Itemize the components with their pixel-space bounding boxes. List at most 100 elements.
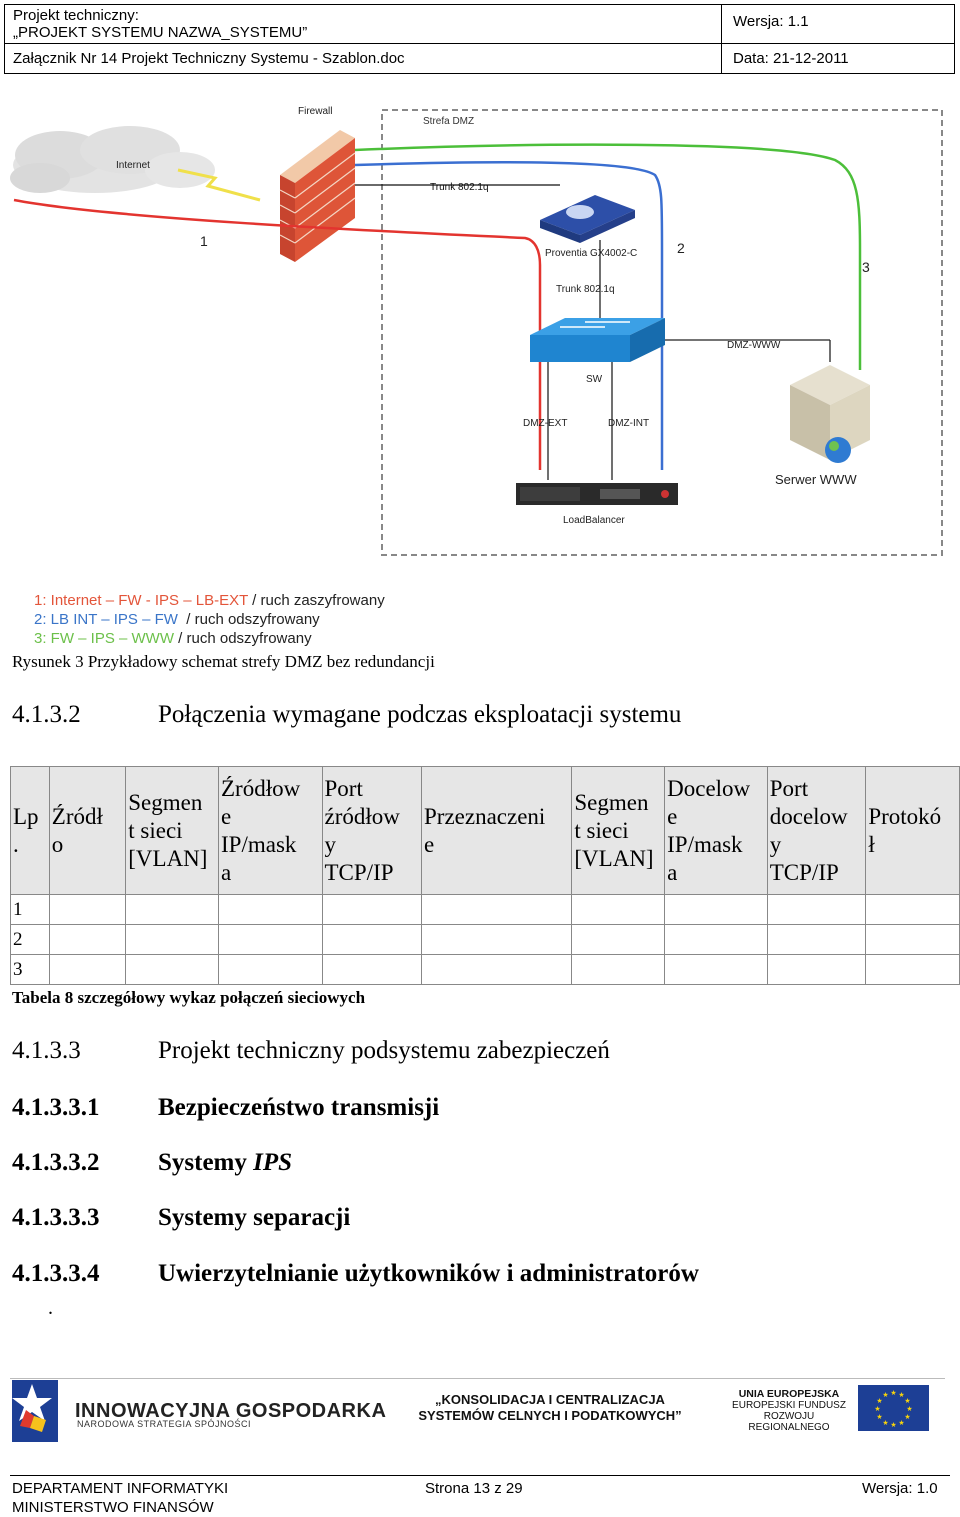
header-version: Wersja: 1.1 xyxy=(733,13,809,30)
section-title: Systemy IPS xyxy=(158,1149,293,1176)
footer-divider xyxy=(10,1475,950,1476)
section-number: 4.1.3.3.1 xyxy=(12,1094,100,1121)
legend-note-1: / ruch zaszyfrowany xyxy=(247,592,385,609)
row-number: 1 xyxy=(10,894,50,925)
ig-title: INNOWACYJNA GOSPODARKA xyxy=(75,1400,387,1422)
legend-item-2: 2: LB INT – IPS – FW / ruch odszyfrowany xyxy=(34,610,385,629)
path-2-label: 2 xyxy=(677,240,685,256)
row-number: 3 xyxy=(10,954,50,985)
path-3-line xyxy=(354,143,862,370)
server-label: Serwer WWW xyxy=(775,472,857,487)
legend-item-3: 3: FW – IPS – WWW / ruch odszyfrowany xyxy=(34,629,385,648)
figure-caption: Rysunek 3 Przykładowy schemat strefy DMZ… xyxy=(12,652,435,671)
firewall-label: Firewall xyxy=(298,106,332,117)
section-title: Uwierzytelnianie użytkowników i administ… xyxy=(158,1260,699,1287)
section-title: Bezpieczeństwo transmisji xyxy=(158,1094,440,1121)
header-cell-destination: Przeznaczeni e xyxy=(420,766,573,895)
header-cell-source-port: Port źródłow y TCP/IP xyxy=(321,766,422,895)
footer-version: Wersja: 1.0 xyxy=(862,1480,938,1497)
dmz-zone-border xyxy=(381,109,943,556)
path-1-line xyxy=(13,198,542,470)
ips-device-icon xyxy=(540,195,635,243)
header-cell-source: Źródł o xyxy=(48,766,127,895)
eu-line-1: UNIA EUROPEJSKA xyxy=(738,1388,840,1400)
dmz-ext-label: DMZ-EXT xyxy=(523,418,567,429)
trunk1-label: Trunk 802.1q xyxy=(430,182,489,193)
dmz-www-label: DMZ-WWW xyxy=(727,340,781,351)
svg-text:★: ★ xyxy=(874,1405,880,1413)
loadbalancer-icon xyxy=(516,483,678,505)
project-title-line-1: „KONSOLIDACJA I CENTRALIZACJA xyxy=(435,1392,665,1407)
logo-divider xyxy=(10,1378,945,1379)
table-row: 1 xyxy=(10,894,960,925)
ig-subtitle: NARODOWA STRATEGIA SPÓJNOŚCI xyxy=(77,1419,252,1429)
table-caption: Tabela 8 szczegółowy wykaz połączeń siec… xyxy=(12,988,366,1007)
legend-path-3: 3: FW – IPS – WWW xyxy=(34,630,175,647)
svg-text:★: ★ xyxy=(898,1391,904,1399)
switch-icon xyxy=(530,318,665,362)
switch-label: SW xyxy=(586,374,603,385)
document-header: Projekt techniczny: „PROJEKT SYSTEMU NAZ… xyxy=(4,4,955,74)
section-title: Systemy separacji xyxy=(158,1204,351,1231)
internet-cloud-icon xyxy=(10,126,215,193)
footer-dept-line-1: DEPARTAMENT INFORMATYKI xyxy=(12,1480,229,1497)
footer-department: DEPARTAMENT INFORMATYKI MINISTERSTWO FIN… xyxy=(12,1479,228,1517)
project-title-line-2: SYSTEMÓW CELNYCH I PODATKOWYCH” xyxy=(418,1408,682,1423)
server-icon xyxy=(790,365,870,463)
section-number: 4.1.3.3.4 xyxy=(12,1260,100,1287)
path-2-line xyxy=(354,161,664,470)
header-cell-source-vlan: Segmen t sieci [VLAN] xyxy=(125,766,219,895)
eu-fund-text: UNIA EUROPEJSKA EUROPEJSKI FUNDUSZ ROZWO… xyxy=(726,1388,852,1434)
header-project-name: „PROJEKT SYSTEMU NAZWA_SYSTEMU” xyxy=(13,24,308,41)
section-title: Projekt techniczny podsystemu zabezpiecz… xyxy=(158,1037,610,1064)
legend-item-1: 1: Internet – FW - IPS – LB-EXT / ruch z… xyxy=(34,591,385,610)
svg-text:★: ★ xyxy=(882,1391,888,1399)
loadbalancer-label: LoadBalancer xyxy=(563,515,625,526)
svg-text:★: ★ xyxy=(876,1397,882,1405)
connections-table: Lp . Źródł o Segmen t sieci [VLAN] Źródł… xyxy=(10,766,960,985)
table-row: 2 xyxy=(10,924,960,955)
section-title: Połączenia wymagane podczas eksploatacji… xyxy=(158,701,682,728)
footer-page-number: Strona 13 z 29 xyxy=(425,1480,523,1497)
dmz-network-diagram: Strefa DMZ Internet Firewall Trunk 802.1… xyxy=(10,106,943,556)
firewall-icon xyxy=(279,130,356,262)
header-project: Projekt techniczny: „PROJEKT SYSTEMU NAZ… xyxy=(13,7,307,41)
header-divider xyxy=(721,5,722,73)
svg-text:★: ★ xyxy=(904,1413,910,1421)
section-number: 4.1.3.3 xyxy=(12,1037,81,1064)
trailing-dot: . xyxy=(48,1297,53,1319)
svg-text:★: ★ xyxy=(904,1397,910,1405)
diagram-legend: 1: Internet – FW - IPS – LB-EXT / ruch z… xyxy=(34,591,385,648)
svg-text:★: ★ xyxy=(906,1405,912,1413)
header-row-1: Projekt techniczny: „PROJEKT SYSTEMU NAZ… xyxy=(5,5,954,44)
header-cell-protocol: Protokó ł xyxy=(865,766,960,895)
section-number: 4.1.3.3.2 xyxy=(12,1149,100,1176)
row-number: 2 xyxy=(10,924,50,955)
project-title: „KONSOLIDACJA I CENTRALIZACJA SYSTEMÓW C… xyxy=(400,1392,700,1424)
svg-text:★: ★ xyxy=(876,1413,882,1421)
legend-note-3: / ruch odszyfrowany xyxy=(174,630,312,647)
eu-flag-icon: ★★★ ★★★ ★★★ ★★★ xyxy=(858,1385,929,1431)
header-cell-lp: Lp . xyxy=(10,766,50,895)
dmz-zone-label: Strefa DMZ xyxy=(423,116,474,127)
header-cell-dest-ip: Docelow e IP/mask a xyxy=(664,766,768,895)
ips-label: Proventia GX4002-C xyxy=(545,248,637,259)
header-project-label: Projekt techniczny: xyxy=(13,7,139,24)
trunk2-label: Trunk 802.1q xyxy=(556,284,615,295)
innowacyjna-gospodarka-logo xyxy=(12,1380,58,1442)
table-row: 3 xyxy=(10,954,960,985)
path-1-label: 1 xyxy=(200,233,208,249)
dmz-int-label: DMZ-INT xyxy=(608,418,649,429)
internet-label: Internet xyxy=(116,160,150,171)
footer-dept-line-2: MINISTERSTWO FINANSÓW xyxy=(12,1499,214,1516)
legend-note-2: / ruch odszyfrowany xyxy=(177,611,320,628)
section-number: 4.1.3.3.3 xyxy=(12,1204,100,1231)
svg-text:★: ★ xyxy=(898,1419,904,1427)
legend-path-1: 1: Internet – FW - IPS – LB-EXT xyxy=(34,592,248,609)
svg-text:★: ★ xyxy=(882,1419,888,1427)
header-cell-dest-vlan: Segmen t sieci [VLAN] xyxy=(571,766,666,895)
header-cell-source-ip: Źródłow e IP/mask a xyxy=(218,766,323,895)
svg-text:★: ★ xyxy=(890,1389,896,1397)
header-attachment: Załącznik Nr 14 Projekt Techniczny Syste… xyxy=(13,50,405,67)
eu-line-3: ROZWOJU REGIONALNEGO xyxy=(748,1411,830,1433)
